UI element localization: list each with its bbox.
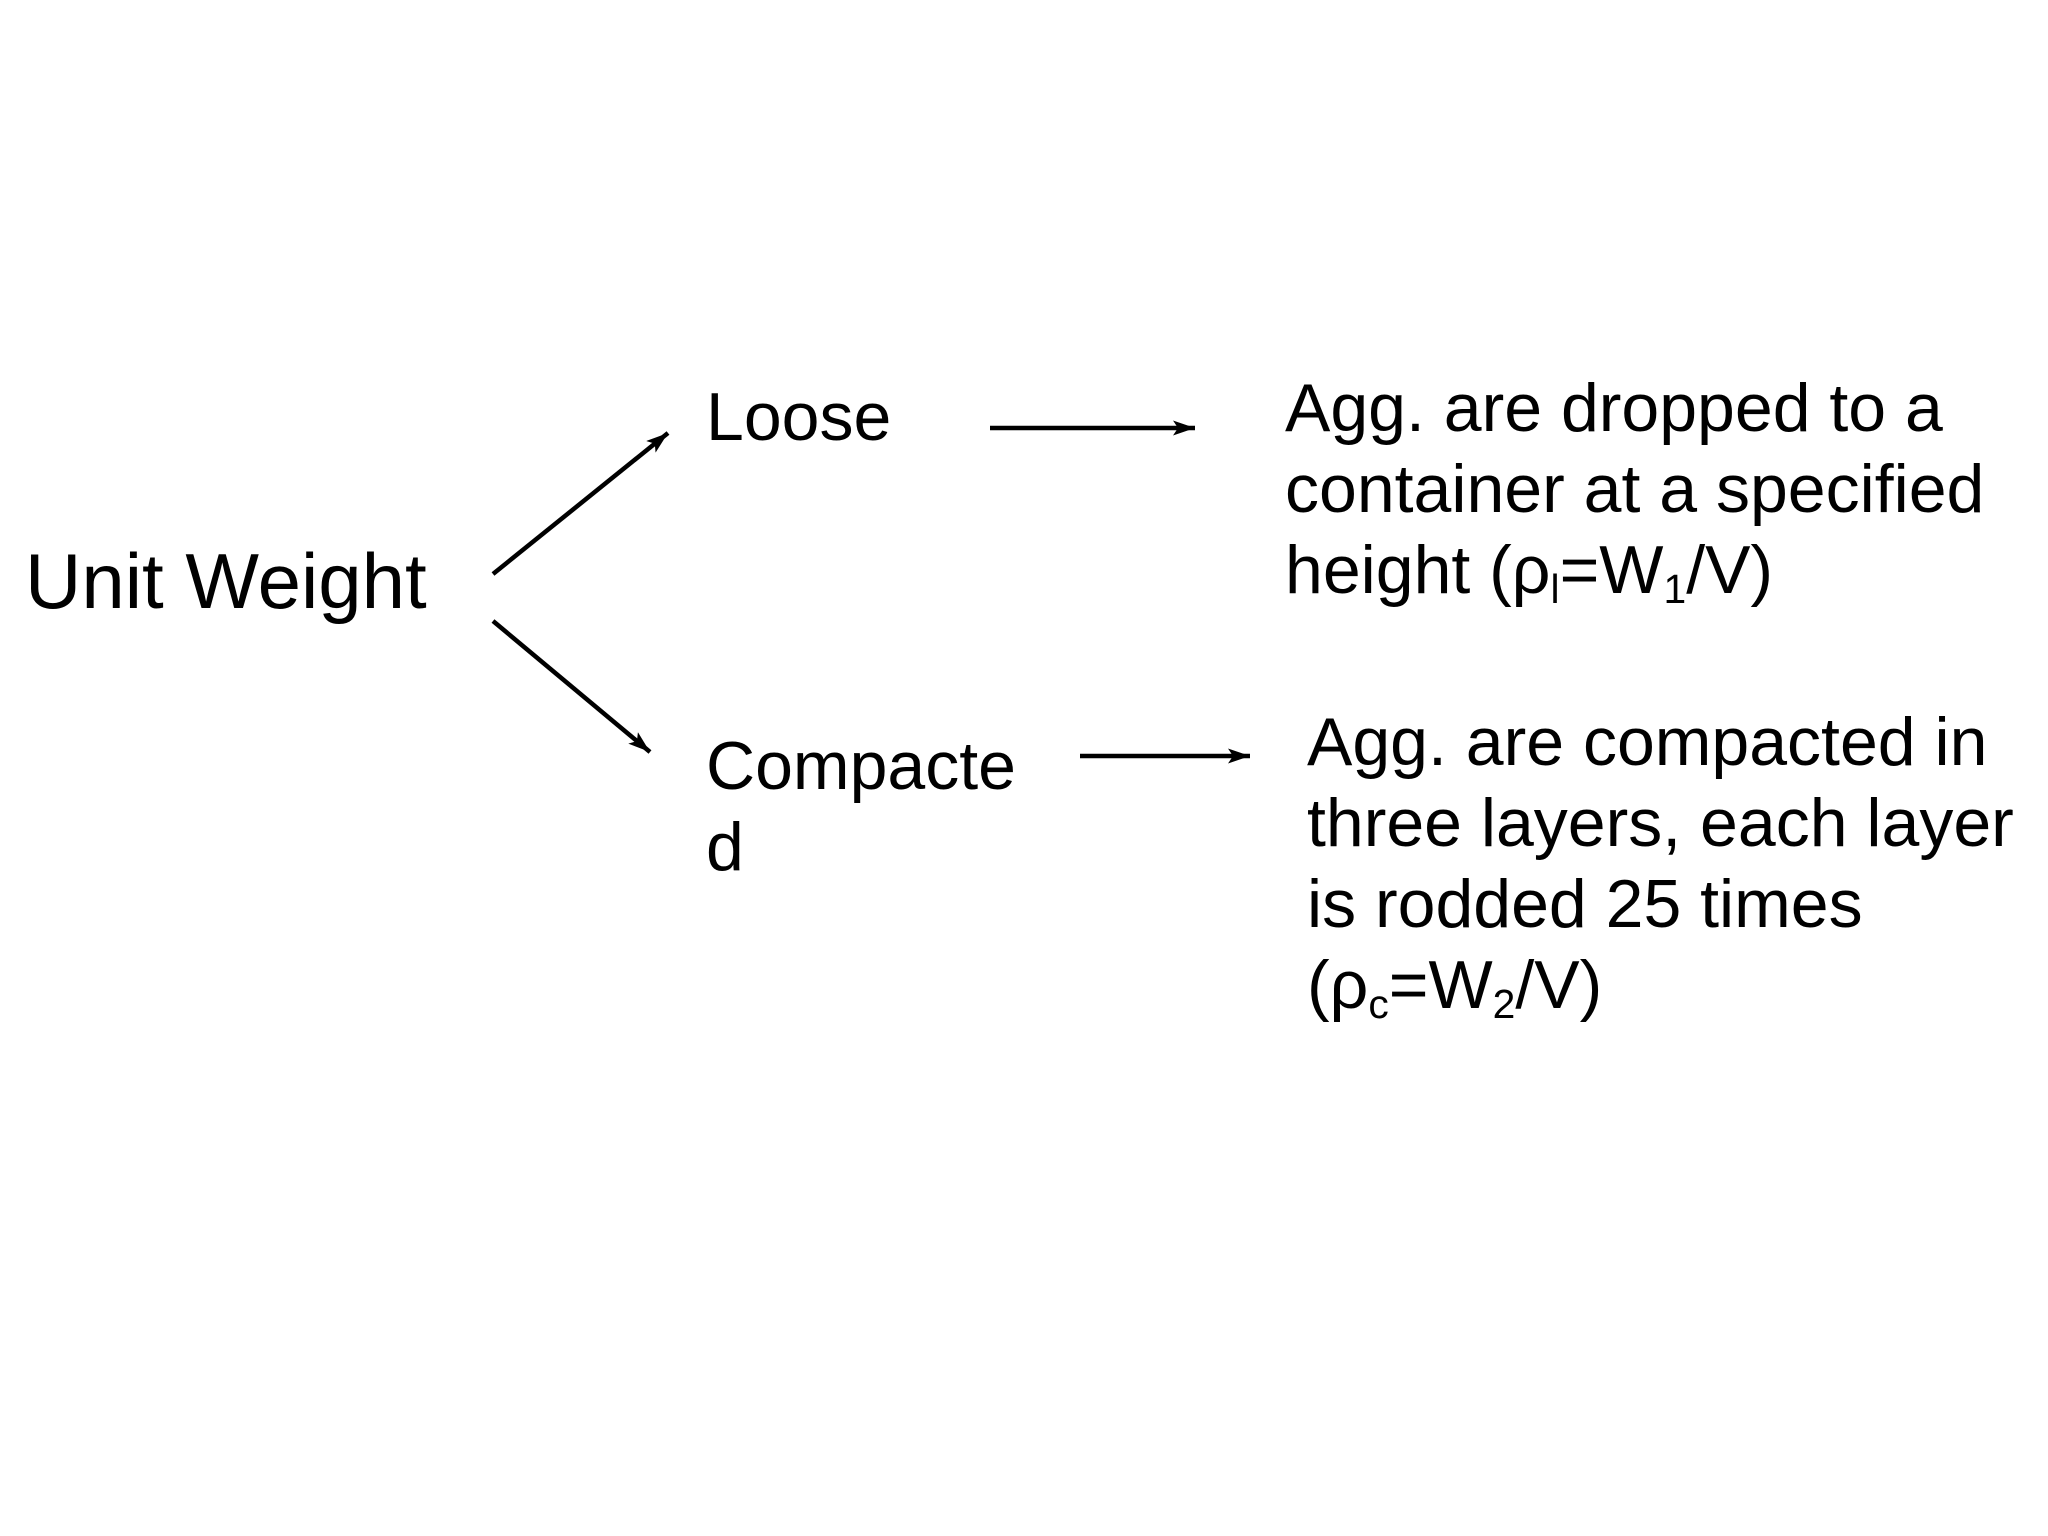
loose-description: Agg. are dropped to a container at a spe… [1285, 368, 1984, 620]
loose-description-line-1: Agg. are dropped to a [1285, 370, 1943, 446]
loose-formula-segment-pre: height (ρ [1285, 532, 1551, 608]
compacted-formula-segment-mid: =W [1388, 947, 1493, 1023]
unit-weight-label: Unit Weight [25, 537, 427, 625]
connector-unit-weight-to-compacted-arrow [491, 619, 652, 754]
compacted-description: Agg. are compacted in three layers, each… [1307, 702, 2014, 1035]
compacted-description-line-2: three layers, each layer [1307, 785, 2014, 861]
loose-label: Loose [706, 379, 892, 455]
compacted-formula-line: (ρc=W2/V) [1307, 945, 2014, 1035]
loose-formula-subscript-w: 1 [1663, 565, 1687, 612]
loose-formula-line: height (ρl=W1/V) [1285, 530, 1984, 620]
compacted-formula-subscript-rho: c [1368, 980, 1389, 1027]
compacted-formula-segment-post: /V) [1515, 947, 1603, 1023]
compacted-formula-segment-pre: (ρ [1307, 947, 1369, 1023]
loose-formula-subscript-rho: l [1550, 565, 1560, 612]
compacted-formula-subscript-w: 2 [1492, 980, 1516, 1027]
connector-unit-weight-to-loose-arrow [491, 431, 670, 576]
compacted-label: Compacted [706, 728, 1016, 885]
loose-formula-segment-post: /V) [1686, 532, 1774, 608]
loose-formula-segment-mid: =W [1559, 532, 1664, 608]
loose-description-line-2: container at a specified [1285, 451, 1985, 527]
compacted-description-line-3: is rodded 25 times [1307, 866, 1863, 942]
compacted-description-line-1: Agg. are compacted in [1307, 704, 1988, 780]
